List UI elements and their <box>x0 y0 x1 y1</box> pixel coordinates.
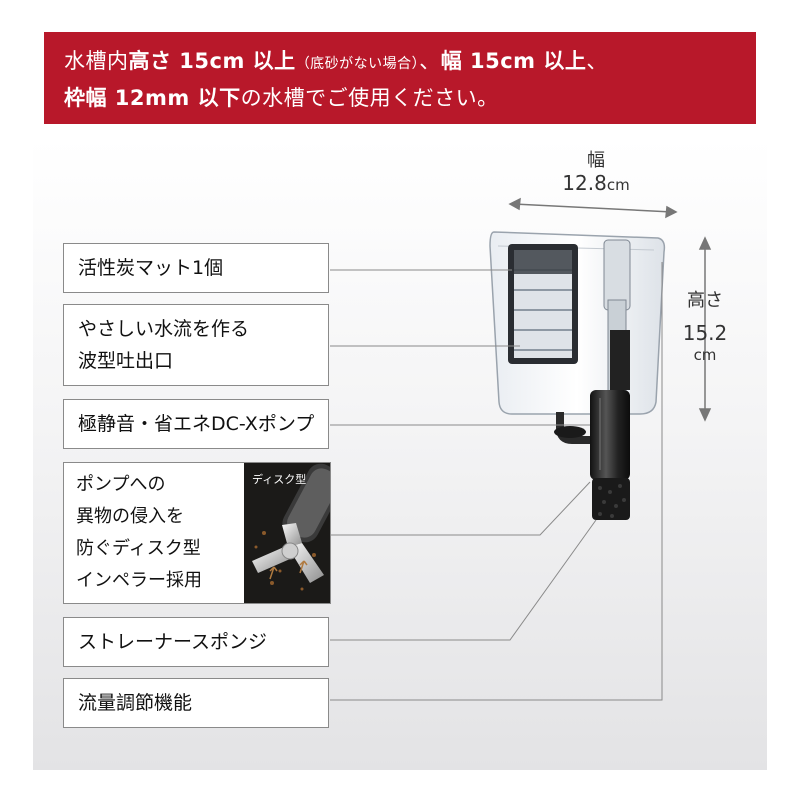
feature-disc-impeller: ポンプへの 異物の侵入を 防ぐディスク型 インペラー採用 ディスク型 <box>63 462 331 604</box>
feature-label: 防ぐディスク型 <box>76 538 201 559</box>
feature-label: 異物の侵入を <box>76 506 184 527</box>
feature-label: 波型吐出口 <box>78 350 174 372</box>
feature-label: ストレーナースポンジ <box>78 631 268 653</box>
width-label: 幅 <box>587 150 605 171</box>
impeller-image-label: ディスク型 <box>252 473 307 486</box>
width-value-row: 12.8cm <box>560 172 632 196</box>
notice-height-requirement: 高さ 15cm 以上 <box>128 49 296 73</box>
height-value: 15.2 <box>682 321 728 345</box>
notice-frame-requirement: 枠幅 12mm 以下 <box>64 86 241 110</box>
impeller-text: ポンプへの 異物の侵入を 防ぐディスク型 インペラー採用 <box>64 463 244 603</box>
notice-line-2: 枠幅 12mm 以下の水槽でご使用ください。 <box>64 81 736 115</box>
pump <box>590 390 630 520</box>
feature-label: 流量調節機能 <box>78 692 193 714</box>
notice-separator: 、 <box>586 49 608 73</box>
height-unit: cm <box>693 346 717 364</box>
feature-dc-pump: 極静音・省エネDC-Xポンプ <box>63 399 329 449</box>
height-arrow <box>698 236 712 422</box>
notice-banner: 水槽内高さ 15cm 以上（底砂がない場合）、幅 15cm 以上、 枠幅 12m… <box>44 32 756 124</box>
width-value: 12.8 <box>562 171 607 195</box>
notice-text: 水槽内 <box>64 49 129 73</box>
feature-label: インペラー採用 <box>76 570 202 591</box>
notice-note: （底砂がない場合） <box>295 56 420 72</box>
leader-lines <box>330 262 663 701</box>
feature-label: 活性炭マット1個 <box>78 257 224 279</box>
feature-label: やさしい水流を作る <box>78 318 250 340</box>
width-dimension: 幅 12.8cm <box>560 150 632 196</box>
feature-carbon-mat: 活性炭マット1個 <box>63 243 329 293</box>
height-label: 高さ <box>687 290 723 311</box>
notice-width-requirement: 幅 15cm 以上 <box>440 49 587 73</box>
width-arrow <box>508 197 678 219</box>
feature-wave-outlet: やさしい水流を作る 波型吐出口 <box>63 304 329 386</box>
height-dimension: 高さ 15.2 cm <box>668 290 742 366</box>
notice-line-1: 水槽内高さ 15cm 以上（底砂がない場合）、幅 15cm 以上、 <box>64 44 736 81</box>
impeller-image: ディスク型 <box>244 463 330 603</box>
disc-impeller-icon <box>252 463 330 591</box>
filter-tank <box>489 231 666 444</box>
notice-text: の水槽でご使用ください。 <box>240 86 499 110</box>
feature-label: ポンプへの <box>76 474 166 495</box>
feature-flow-control: 流量調節機能 <box>63 678 329 728</box>
feature-strainer-sponge: ストレーナースポンジ <box>63 617 329 667</box>
width-unit: cm <box>606 176 630 194</box>
notice-separator: 、 <box>419 49 441 73</box>
feature-label: 極静音・省エネDC-Xポンプ <box>78 413 315 435</box>
